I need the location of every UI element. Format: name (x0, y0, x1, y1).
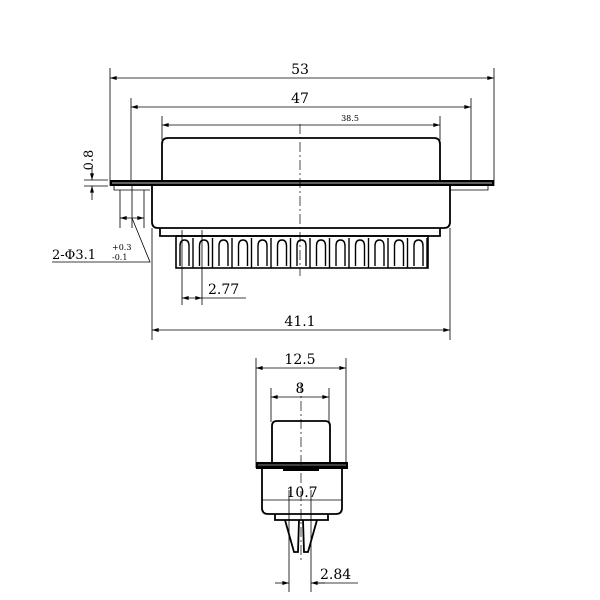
pin (257, 239, 268, 266)
pin-block (175, 235, 429, 269)
dim-mounting: 47 (291, 91, 309, 107)
pin (276, 239, 288, 266)
pin (315, 239, 327, 266)
pin-row (175, 235, 429, 269)
pin (179, 239, 190, 266)
pin (296, 239, 307, 266)
dim-shell: 38.5 (341, 114, 359, 123)
dim-side-body: 10.7 (286, 485, 317, 501)
dim-hole: 2-Φ3.1 (52, 248, 96, 263)
side-view: 12.5 8 10.7 2.84 (255, 352, 358, 592)
dim-pin-pitch: 2.77 (208, 282, 239, 298)
pin (218, 239, 229, 266)
pin (393, 239, 405, 266)
pin (237, 239, 249, 266)
pin (335, 239, 346, 266)
dim-side-flange: 12.5 (284, 352, 315, 368)
dim-body: 41.1 (284, 314, 315, 330)
dim-side-shell: 8 (296, 381, 305, 397)
pin (354, 239, 366, 266)
front-view: 53 47 38.5 0.8 2-Φ3.1 +0.3 -0.1 (52, 62, 495, 340)
dim-hole-tol-upper: +0.3 (112, 243, 131, 252)
dim-pin-row: 2.84 (320, 567, 351, 583)
pin (198, 239, 210, 266)
pin (413, 239, 424, 266)
dim-overall: 53 (291, 62, 309, 78)
pin (374, 239, 385, 266)
dim-flange-thickness: 0.8 (82, 150, 97, 171)
dim-hole-tol-lower: -0.1 (112, 253, 127, 262)
